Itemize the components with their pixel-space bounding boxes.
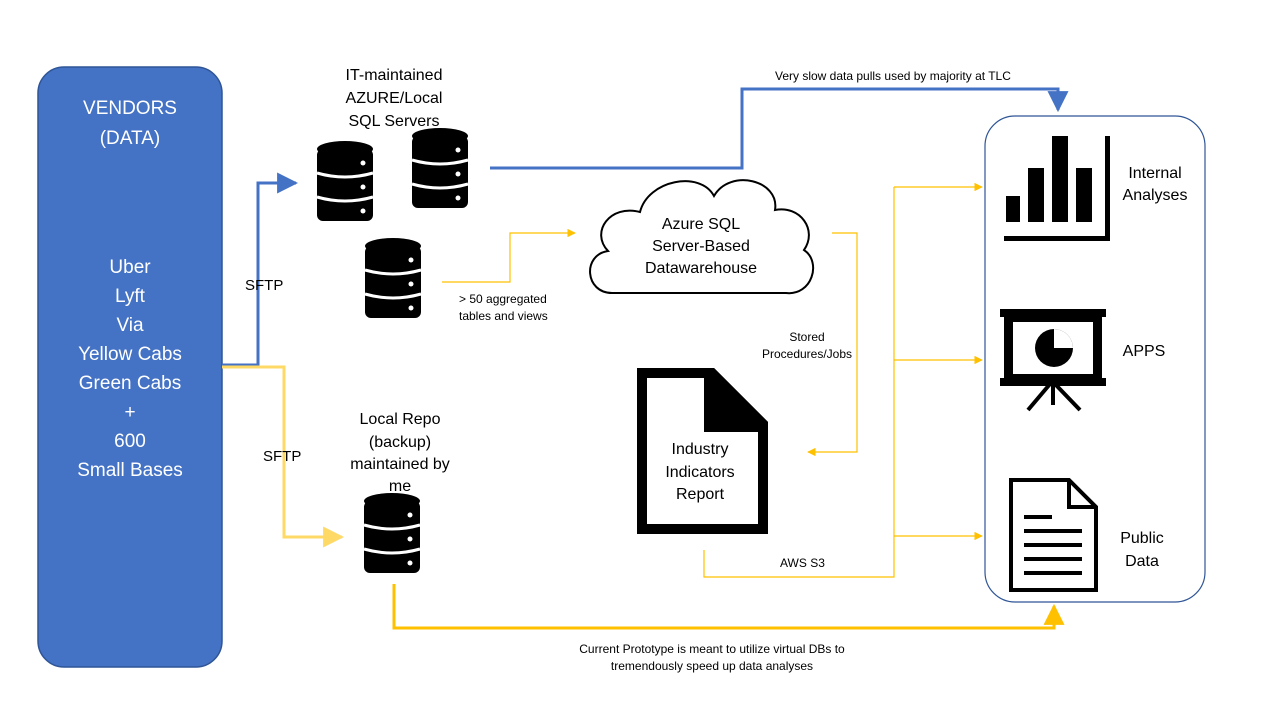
internal-analyses-label-line-2: Analyses [1123, 187, 1188, 204]
aws-s3-trunk [703, 187, 895, 578]
stored-procs-label-line-2: Procedures/Jobs [762, 347, 852, 361]
internal-analyses-label-line-1: Internal [1128, 165, 1181, 182]
vendor-item-yellow-cabs: Yellow Cabs [78, 344, 182, 365]
report-label-line-2: Indicators [665, 464, 734, 481]
sql-servers-label-line-2: AZURE/Local [346, 90, 443, 107]
apps-label: APPS [1123, 343, 1166, 360]
prototype-label-line-2: tremendously speed up data analyses [611, 659, 813, 673]
prototype-label-line-1: Current Prototype is meant to utilize vi… [579, 642, 845, 656]
public-data-document-icon [1009, 478, 1098, 592]
presentation-board-icon [1000, 309, 1106, 412]
cloud-to-report-arrow [807, 232, 858, 457]
local-repo-label-line-4: me [389, 478, 411, 495]
report-label-line-1: Industry [672, 441, 729, 458]
vendor-item-600: 600 [114, 431, 146, 452]
bar-chart-icon [1004, 136, 1110, 241]
vendors-title-line-1: VENDORS [83, 98, 177, 119]
vendor-item-via: Via [116, 315, 144, 336]
aws-s3-label: AWS S3 [780, 556, 825, 570]
sftp-blue-arrow [222, 172, 299, 367]
sftp-bottom-label: SFTP [263, 448, 301, 465]
local-repo-label-line-2: (backup) [369, 434, 431, 451]
aggregated-label-line-2: tables and views [459, 309, 548, 323]
cloud-label-line-3: Datawarehouse [645, 260, 757, 277]
vendors-box [37, 66, 223, 668]
sftp-yellow-arrow [222, 365, 345, 548]
cloud-shape [589, 179, 814, 295]
public-data-label-line-1: Public [1120, 530, 1164, 547]
prototype-arrow [392, 584, 1065, 630]
sql-servers-label-line-1: IT-maintained [346, 67, 443, 84]
sftp-top-label: SFTP [245, 277, 283, 294]
vendor-item-plus: + [124, 402, 135, 423]
aggregated-database-icon [363, 236, 423, 320]
sql-servers-label-line-3: SQL Servers [349, 113, 440, 130]
local-repo-database-icon [362, 491, 422, 575]
slow-pulls-label: Very slow data pulls used by majority at… [775, 69, 1011, 83]
vendor-item-small-bases: Small Bases [77, 460, 183, 481]
sql-server-database-icon-1 [315, 139, 375, 223]
slow-pulls-arrow [490, 87, 1069, 170]
public-data-label-line-2: Data [1125, 553, 1159, 570]
report-label-line-3: Report [676, 486, 725, 503]
local-repo-label-line-1: Local Repo [360, 411, 441, 428]
aggregated-to-cloud-arrow [442, 228, 576, 283]
vendor-item-uber: Uber [109, 257, 151, 278]
vendor-item-lyft: Lyft [115, 286, 146, 307]
aggregated-label-line-1: > 50 aggregated [459, 292, 547, 306]
sql-server-database-icon-2 [410, 126, 470, 210]
vendor-item-green-cabs: Green Cabs [79, 373, 181, 394]
local-repo-label-line-3: maintained by [350, 456, 450, 473]
stored-procs-label-line-1: Stored [789, 330, 824, 344]
cloud-label-line-2: Server-Based [652, 238, 750, 255]
vendors-title-line-2: (DATA) [100, 128, 161, 149]
cloud-label-line-1: Azure SQL [662, 216, 740, 233]
